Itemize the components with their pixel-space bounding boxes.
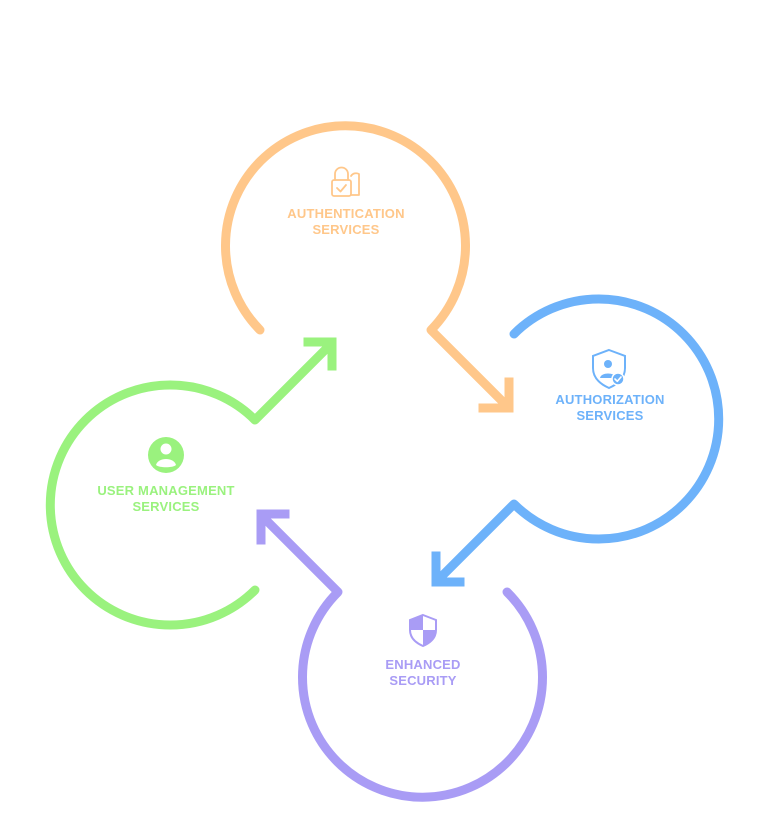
user-management-ring-arrow — [45, 340, 335, 630]
enhanced-security-label-line2: SECURITY — [389, 673, 456, 688]
authorization-arrowhead — [431, 551, 465, 587]
user-management-label-line2: SERVICES — [132, 499, 199, 514]
authorization-ring-arrow — [433, 294, 724, 585]
user-circle-icon — [148, 437, 184, 473]
node-user-management: USER MANAGEMENT SERVICES — [45, 337, 337, 630]
user-management-arrowhead — [303, 337, 337, 371]
authorization-label-line2: SERVICES — [576, 408, 643, 423]
enhanced-security-ring-arrow — [257, 511, 547, 802]
padlock-icon — [331, 166, 360, 197]
node-authorization: AUTHORIZATION SERVICES — [431, 294, 724, 587]
enhanced-security-arrowhead — [256, 509, 290, 545]
node-authentication: AUTHENTICATION SERVICES — [221, 121, 514, 413]
authentication-label-line2: SERVICES — [312, 222, 379, 237]
authentication-label-line1: AUTHENTICATION — [287, 206, 404, 221]
user-management-label-line1: USER MANAGEMENT — [97, 483, 234, 498]
authentication-arrowhead — [478, 377, 514, 413]
authorization-label-line1: AUTHORIZATION — [555, 392, 664, 407]
shield-user-check-icon — [592, 348, 626, 390]
authentication-ring-arrow — [221, 121, 510, 409]
node-enhanced-security: ENHANCED SECURITY — [256, 509, 547, 802]
shield-icon — [409, 613, 437, 648]
enhanced-security-label-line1: ENHANCED — [385, 657, 460, 672]
